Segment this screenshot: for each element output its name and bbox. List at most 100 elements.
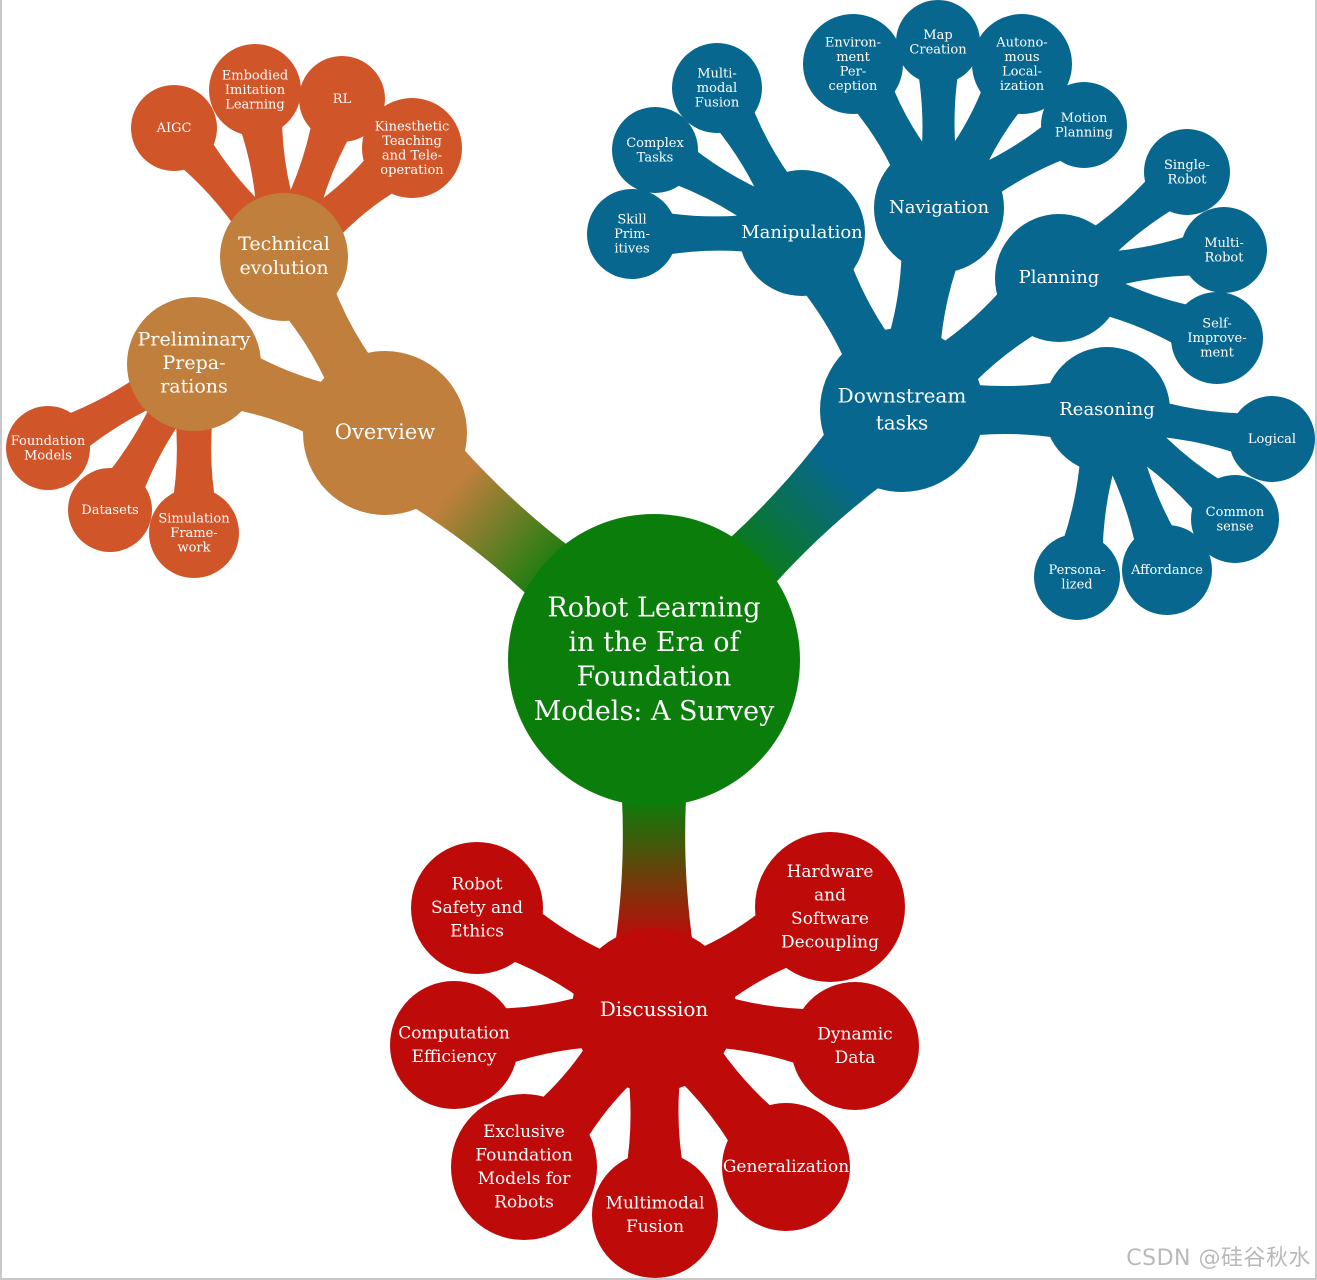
node-label-line: Planning: [1055, 125, 1113, 140]
node-circle-computation-efficiency: [390, 981, 518, 1109]
node-label-line: Learning: [225, 97, 285, 112]
node-rl: RL: [299, 56, 385, 142]
node-label-line: operation: [380, 162, 444, 177]
node-label-line: Exclusive: [483, 1121, 565, 1141]
node-label-line: rations: [160, 376, 228, 398]
node-label-line: Environ-: [825, 35, 881, 50]
node-circle-exclusive-foundation-models: [451, 1094, 597, 1240]
node-label-line: and Tele-: [382, 148, 442, 163]
node-label-line: Per-: [840, 64, 866, 79]
node-circle-multimodal-fusion-manip: [672, 43, 762, 133]
node-label-line: Foundation: [11, 433, 86, 448]
node-circle-logical: [1229, 396, 1315, 482]
node-datasets: Datasets: [68, 468, 152, 552]
node-discussion: Discussion: [572, 928, 736, 1092]
node-circle-kinesthetic-teaching: [362, 98, 462, 198]
node-label-line: in the Era of: [569, 626, 742, 657]
node-label-line: Kinesthetic: [375, 119, 450, 134]
node-circle-map-creation: [896, 0, 980, 84]
node-label-line: Robot: [1168, 172, 1208, 187]
node-manipulation: Manipulation: [739, 170, 865, 296]
node-label-logical: Logical: [1248, 432, 1296, 447]
node-planning: Planning: [995, 214, 1123, 342]
node-label-overview: Overview: [335, 420, 436, 444]
node-label-line: Prim-: [614, 227, 650, 242]
node-label-rl: RL: [333, 92, 352, 107]
node-label-line: Teaching: [382, 133, 442, 148]
node-label-line: Hardware: [787, 861, 874, 881]
node-circle-reasoning: [1044, 347, 1170, 473]
node-circle-discussion: [572, 928, 736, 1092]
node-circle-common-sense: [1191, 475, 1279, 563]
node-label-line: Efficiency: [411, 1046, 496, 1066]
node-label-line: Embodied: [222, 68, 288, 83]
node-label-line: Persona-: [1048, 562, 1105, 577]
node-label-line: lized: [1061, 577, 1092, 592]
node-label-line: Reasoning: [1059, 399, 1154, 420]
node-circle-environment-perception: [803, 14, 903, 114]
node-label-self-improvement: Self-Improve-ment: [1187, 316, 1246, 360]
node-label-line: Complex: [626, 135, 684, 150]
node-generalization: Generalization: [722, 1103, 850, 1231]
node-label-line: Robot: [452, 874, 503, 894]
node-label-line: ment: [1200, 345, 1234, 360]
node-reasoning: Reasoning: [1044, 347, 1170, 473]
node-aigc: AIGC: [131, 85, 217, 171]
node-label-line: Technical: [238, 233, 330, 255]
node-label-aigc: AIGC: [156, 121, 192, 136]
node-label-reasoning: Reasoning: [1059, 399, 1154, 420]
node-label-line: Robot Learning: [547, 592, 760, 623]
node-circle-navigation: [874, 143, 1004, 273]
node-label-line: Multi-: [1204, 235, 1244, 250]
node-label-line: work: [177, 540, 210, 555]
node-label-line: modal: [697, 81, 737, 96]
node-label-line: Dynamic: [817, 1024, 892, 1044]
node-label-line: Multi-: [697, 66, 737, 81]
node-circle-foundation-models: [6, 406, 90, 490]
node-circle-datasets: [68, 468, 152, 552]
node-circle-single-robot: [1144, 129, 1230, 215]
node-label-line: Overview: [335, 420, 436, 444]
node-label-line: Planning: [1019, 267, 1100, 288]
node-circle-skill-primitives: [587, 189, 677, 279]
node-label-line: ization: [1000, 78, 1045, 93]
node-circle-overview: [303, 351, 467, 515]
node-circle-personalized: [1034, 534, 1120, 620]
node-label-line: Safety and: [431, 898, 523, 918]
node-label-line: Software: [791, 908, 869, 928]
node-label-line: Motion: [1061, 110, 1108, 125]
node-label-line: Models: [24, 448, 72, 463]
node-label-line: Prepa-: [162, 352, 225, 374]
node-label-line: Fusion: [695, 95, 740, 110]
node-label-planning: Planning: [1019, 267, 1100, 288]
node-label-line: Foundation: [577, 661, 732, 692]
node-circle-autonomous-localization: [972, 14, 1072, 114]
node-circle-generalization: [722, 1103, 850, 1231]
node-navigation: Navigation: [874, 143, 1004, 273]
node-multi-robot: Multi-Robot: [1181, 207, 1267, 293]
node-circle-self-improvement: [1171, 292, 1263, 384]
node-label-personalized: Persona-lized: [1048, 562, 1105, 592]
node-circle-aigc: [131, 85, 217, 171]
node-circle-rl: [299, 56, 385, 142]
node-circle-embodied-imitation-learning: [209, 44, 301, 136]
